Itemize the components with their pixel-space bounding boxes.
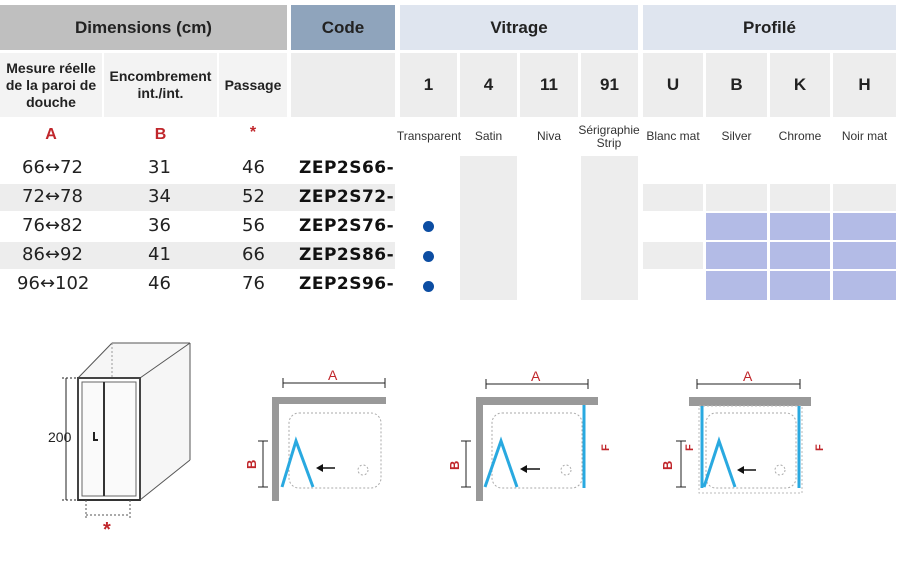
profile-row2-k: [770, 184, 830, 211]
subheader-mesure: Mesure réelle de la paroi de douche: [0, 53, 102, 117]
profile-code-k: K: [770, 53, 830, 117]
subheader-passage: Passage: [219, 53, 287, 117]
col-star-label: *: [249, 124, 257, 141]
profile-row5-h: [833, 271, 896, 300]
row-2-encombrement: 34: [148, 186, 171, 207]
diagram1-b-label: B: [244, 460, 259, 469]
vitrage-code-1: 1: [400, 53, 457, 117]
row-4-passage: 66: [242, 244, 265, 265]
vitrage-code-4: 4: [460, 53, 517, 117]
diagram2-b-label: B: [447, 461, 462, 470]
subheader-code-blank: [291, 53, 395, 117]
row-4-bg-dimensions: [0, 242, 395, 269]
plan-diagram-2: [461, 379, 598, 501]
row-4-code: ZEP2S86-: [299, 245, 395, 265]
row-4-mesure: 86↔92: [22, 244, 83, 265]
satin-column-bg: [460, 156, 517, 300]
col-b-label: B: [154, 126, 167, 143]
row-2-passage: 52: [242, 186, 265, 207]
profile-code-h: H: [833, 53, 896, 117]
profile-row4-b: [706, 242, 767, 269]
vitrage-code-11: 11: [520, 53, 578, 117]
row-5-mesure: 96↔102: [17, 273, 90, 294]
row-5-passage: 76: [242, 273, 265, 294]
row-1-code: ZEP2S66-: [299, 158, 395, 178]
row-3-mesure: 76↔82: [22, 215, 83, 236]
row-1-encombrement: 31: [148, 157, 171, 178]
header-vitrage: Vitrage: [400, 5, 638, 50]
row-3-encombrement: 36: [148, 215, 171, 236]
row-2-bg-dimensions: [0, 184, 395, 211]
plan-diagram-3: [676, 379, 811, 494]
profile-row3-b: [706, 213, 767, 240]
vitrage-name-satin: Satin: [474, 129, 503, 143]
profile-row5-k: [770, 271, 830, 300]
row-3-passage: 56: [242, 215, 265, 236]
diagram3-b-label: B: [660, 461, 675, 470]
profile-row2-b: [706, 184, 767, 211]
row-3-code: ZEP2S76-: [299, 216, 395, 236]
profile-row4-h: [833, 242, 896, 269]
header-dimensions: Dimensions (cm): [0, 5, 287, 50]
row-3-transparent-dot: [423, 221, 434, 232]
profile-row2-u: [643, 184, 703, 211]
profile-row3-h: [833, 213, 896, 240]
diagram3-f-left-label: F: [684, 444, 696, 451]
profile-name-chrome: Chrome: [778, 129, 822, 143]
passage-star: *: [103, 519, 111, 541]
profile-row4-k: [770, 242, 830, 269]
diagram3-a-label: A: [743, 368, 753, 384]
profile-name-noir: Noir mat: [841, 129, 888, 143]
col-a-label: A: [45, 126, 57, 143]
profile-row5-b: [706, 271, 767, 300]
diagram1-a-label: A: [328, 367, 338, 383]
row-5-transparent-dot: [423, 281, 434, 292]
row-5-code: ZEP2S96-: [299, 274, 395, 294]
header-profile: Profilé: [643, 5, 896, 50]
profile-row4-u: [643, 242, 703, 269]
serigraphie-column-bg: [581, 156, 638, 300]
height-label: 200: [48, 429, 72, 445]
row-2-code: ZEP2S72-: [299, 187, 395, 207]
vitrage-code-91: 91: [581, 53, 638, 117]
profile-name-silver: Silver: [721, 129, 752, 143]
vitrage-name-serigraphie: Sérigraphie Strip: [578, 123, 640, 150]
shower-3d-illustration: [62, 342, 191, 520]
diagram3-f-right-label: F: [814, 444, 826, 451]
row-1-passage: 46: [242, 157, 265, 178]
profile-row3-k: [770, 213, 830, 240]
vitrage-name-niva: Niva: [536, 129, 561, 143]
subheader-encombrement: Encombrement int./int.: [104, 53, 217, 117]
profile-name-blanc: Blanc mat: [646, 129, 700, 143]
vitrage-name-transparent: Transparent: [396, 129, 462, 143]
row-2-mesure: 72↔78: [22, 186, 83, 207]
row-5-encombrement: 46: [148, 273, 171, 294]
profile-code-u: U: [643, 53, 703, 117]
plan-diagram-1: [258, 378, 386, 501]
header-code: Code: [291, 5, 395, 50]
diagram2-f-label: F: [600, 444, 612, 451]
profile-row2-h: [833, 184, 896, 211]
profile-code-b: B: [706, 53, 767, 117]
diagram2-a-label: A: [531, 368, 541, 384]
row-1-mesure: 66↔72: [22, 157, 83, 178]
row-4-transparent-dot: [423, 251, 434, 262]
row-4-encombrement: 41: [148, 244, 171, 265]
